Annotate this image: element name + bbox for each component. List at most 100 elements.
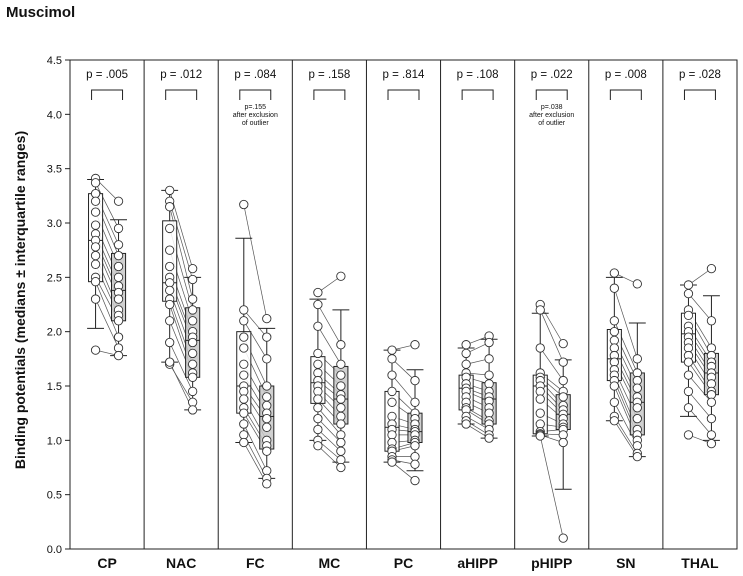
data-point xyxy=(188,294,198,304)
data-point xyxy=(113,272,124,282)
figure-title: Muscimol xyxy=(6,4,76,21)
data-point xyxy=(188,397,198,407)
data-point xyxy=(484,354,494,364)
data-point xyxy=(165,245,175,255)
data-point xyxy=(188,348,198,359)
data-point xyxy=(90,196,101,206)
data-point xyxy=(706,263,717,274)
data-point xyxy=(387,354,397,364)
data-point xyxy=(632,375,642,386)
data-point xyxy=(90,294,101,304)
data-point xyxy=(558,338,568,349)
y-tick-label: 2.5 xyxy=(47,272,62,284)
significance-bracket xyxy=(165,89,198,100)
data-point xyxy=(313,441,323,451)
significance-bracket xyxy=(683,89,716,100)
paired-line xyxy=(243,309,268,338)
p-value-note: after exclusion xyxy=(529,112,574,119)
p-value-note: p=.038 xyxy=(541,104,563,111)
data-point xyxy=(632,354,642,364)
data-point xyxy=(410,340,420,350)
data-point xyxy=(165,357,175,367)
data-point xyxy=(113,343,124,353)
data-point xyxy=(188,359,198,369)
data-point xyxy=(535,431,545,441)
data-point xyxy=(313,403,323,413)
data-point xyxy=(239,343,249,353)
paired-line xyxy=(243,204,268,319)
significance-bracket xyxy=(239,89,272,100)
paired-line xyxy=(539,309,564,363)
data-point xyxy=(461,419,471,429)
data-point xyxy=(387,457,397,467)
data-point xyxy=(683,386,694,397)
data-point xyxy=(706,390,717,400)
data-point xyxy=(609,316,619,326)
data-point xyxy=(410,441,420,451)
data-point xyxy=(461,348,471,359)
p-value-label: p = .108 xyxy=(457,69,499,81)
data-point xyxy=(706,379,717,389)
data-point xyxy=(313,287,323,298)
data-point xyxy=(484,408,494,418)
data-point xyxy=(461,340,471,350)
data-point xyxy=(535,394,545,404)
data-point xyxy=(165,278,175,288)
data-point xyxy=(683,343,694,353)
data-point xyxy=(609,343,619,353)
paired-line xyxy=(317,429,342,452)
data-point xyxy=(113,250,124,261)
data-point xyxy=(336,340,346,350)
data-point xyxy=(387,386,397,397)
data-point xyxy=(609,416,619,426)
paired-line xyxy=(95,281,119,338)
data-point xyxy=(113,240,124,250)
paired-line xyxy=(95,298,119,349)
data-point xyxy=(336,403,346,413)
data-point xyxy=(683,310,694,321)
data-point xyxy=(558,430,568,440)
data-point xyxy=(632,368,642,378)
paired-line xyxy=(539,347,564,381)
data-point xyxy=(113,316,124,326)
data-point xyxy=(336,455,346,465)
paired-line xyxy=(391,461,416,481)
data-point xyxy=(609,357,619,367)
data-point xyxy=(683,430,694,440)
p-value-label: p = .028 xyxy=(679,69,721,81)
data-point xyxy=(336,446,346,456)
paired-line xyxy=(243,423,268,471)
data-point xyxy=(188,337,198,348)
paired-line xyxy=(95,182,119,229)
data-point xyxy=(336,359,346,369)
data-point xyxy=(113,350,124,361)
region-label: NAC xyxy=(166,555,196,571)
data-point xyxy=(239,370,249,380)
paired-line xyxy=(688,293,712,322)
data-point xyxy=(410,475,420,486)
data-point xyxy=(165,202,175,212)
paired-line xyxy=(317,275,342,293)
paired-line xyxy=(391,358,416,381)
data-point xyxy=(484,370,494,380)
data-point xyxy=(165,185,175,196)
y-tick-label: 4.5 xyxy=(47,55,62,67)
region-label: pHIPP xyxy=(531,555,572,571)
data-point xyxy=(262,446,272,456)
data-point xyxy=(535,419,545,429)
y-tick-label: 1.5 xyxy=(47,381,62,393)
data-point xyxy=(239,332,249,342)
data-point xyxy=(313,348,323,359)
data-point xyxy=(683,280,694,290)
data-point xyxy=(706,397,717,407)
significance-bracket xyxy=(609,89,642,100)
data-point xyxy=(410,459,420,469)
significance-bracket xyxy=(535,89,568,100)
data-point xyxy=(336,419,346,429)
data-point xyxy=(90,207,101,217)
data-point xyxy=(609,268,619,278)
data-point xyxy=(387,430,397,440)
y-tick-label: 0.5 xyxy=(47,490,62,502)
data-point xyxy=(113,261,124,272)
data-point xyxy=(262,466,272,476)
